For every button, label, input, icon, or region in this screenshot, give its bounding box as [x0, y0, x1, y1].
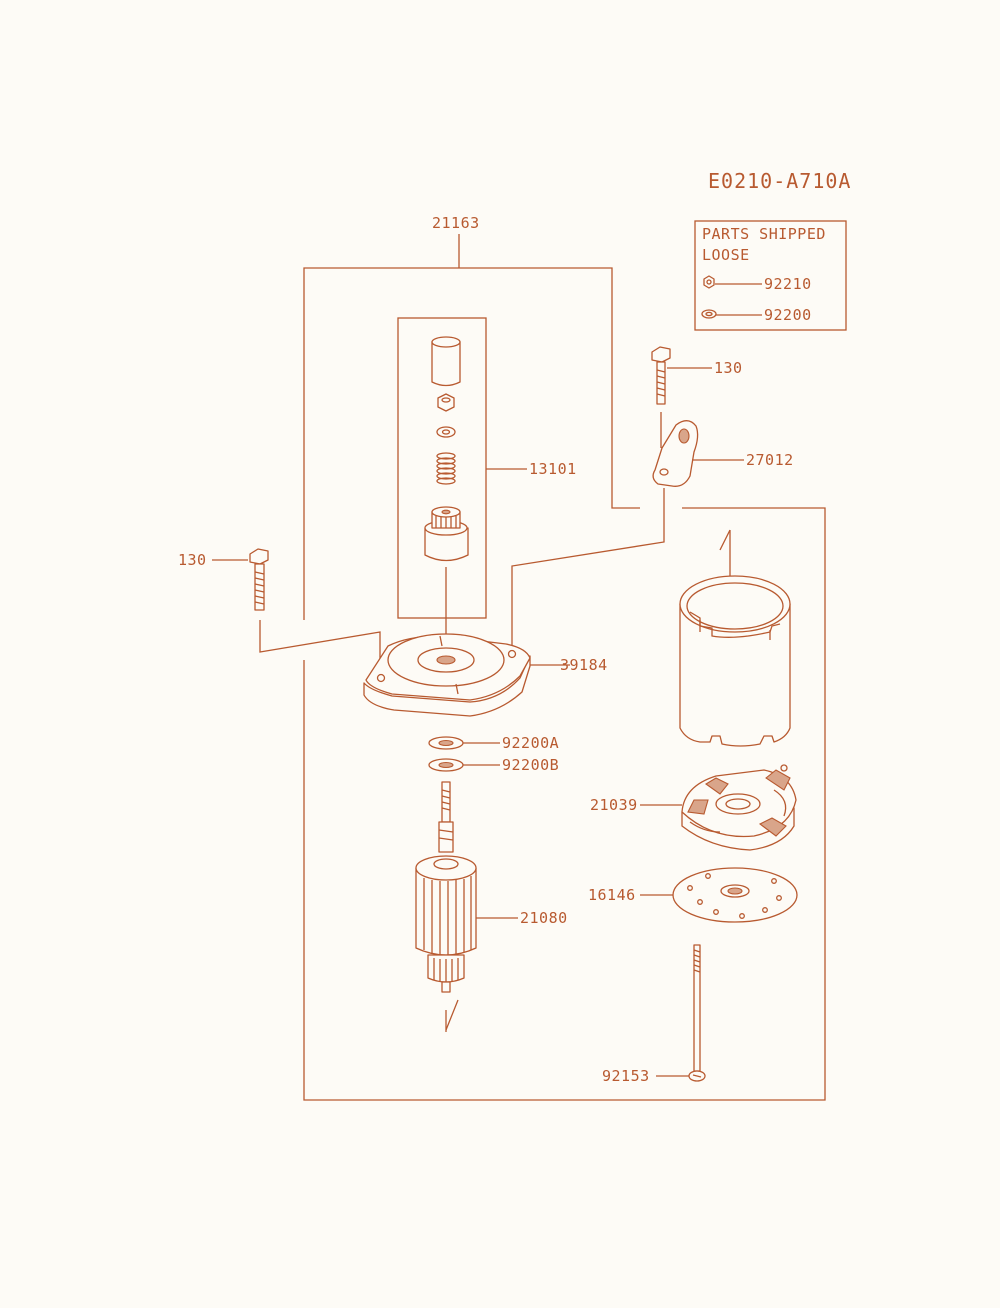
callout-27012: 27012: [746, 451, 794, 469]
callout-13101: 13101: [529, 460, 577, 478]
loose-box-title: PARTS SHIPPED: [702, 225, 826, 243]
callout-21163: 21163: [432, 214, 480, 232]
assembly-bracket: 21163: [303, 214, 826, 1101]
yoke-housing-part: [679, 529, 791, 747]
insulating-plate-part: 16146: [588, 867, 798, 923]
callout-21039: 21039: [590, 796, 638, 814]
pinion-gear-part: [424, 506, 469, 562]
callout-16146: 16146: [588, 886, 636, 904]
armature-part: 21080: [415, 781, 568, 1032]
plunger-cap-part: [431, 336, 461, 387]
stop-washer-part: [436, 426, 456, 438]
mounting-bracket-part: 27012: [511, 420, 794, 648]
spring-part: [436, 452, 456, 485]
callout-130-left: 130: [178, 551, 207, 569]
drive-kit-box: 13101: [397, 317, 577, 648]
washer-b-part: 92200B: [428, 756, 559, 774]
washer-a-part: 92200A: [428, 734, 559, 752]
nut-part: [437, 393, 455, 412]
end-cover-part: 39184: [363, 633, 608, 717]
parts-shipped-loose-box: PARTS SHIPPED LOOSE 92210 92200: [694, 220, 847, 331]
callout-92153: 92153: [602, 1067, 650, 1085]
callout-21080: 21080: [520, 909, 568, 927]
loose-box-title-2: LOOSE: [702, 246, 750, 264]
callout-92200a: 92200A: [502, 734, 559, 752]
nut-icon: [703, 275, 715, 289]
callout-39184: 39184: [560, 656, 608, 674]
brush-holder-part: 21039: [590, 764, 797, 851]
loose-item-92200: 92200: [764, 306, 812, 324]
bolt-left-part: 130: [178, 548, 381, 660]
diagram-code: E0210-A710A: [708, 169, 851, 193]
washer-icon: [701, 309, 717, 319]
through-bolt-part: 92153: [602, 944, 706, 1085]
loose-item-92210: 92210: [764, 275, 812, 293]
bolt-right-part: 130: [651, 346, 743, 448]
callout-130-right: 130: [714, 359, 743, 377]
callout-92200b: 92200B: [502, 756, 559, 774]
